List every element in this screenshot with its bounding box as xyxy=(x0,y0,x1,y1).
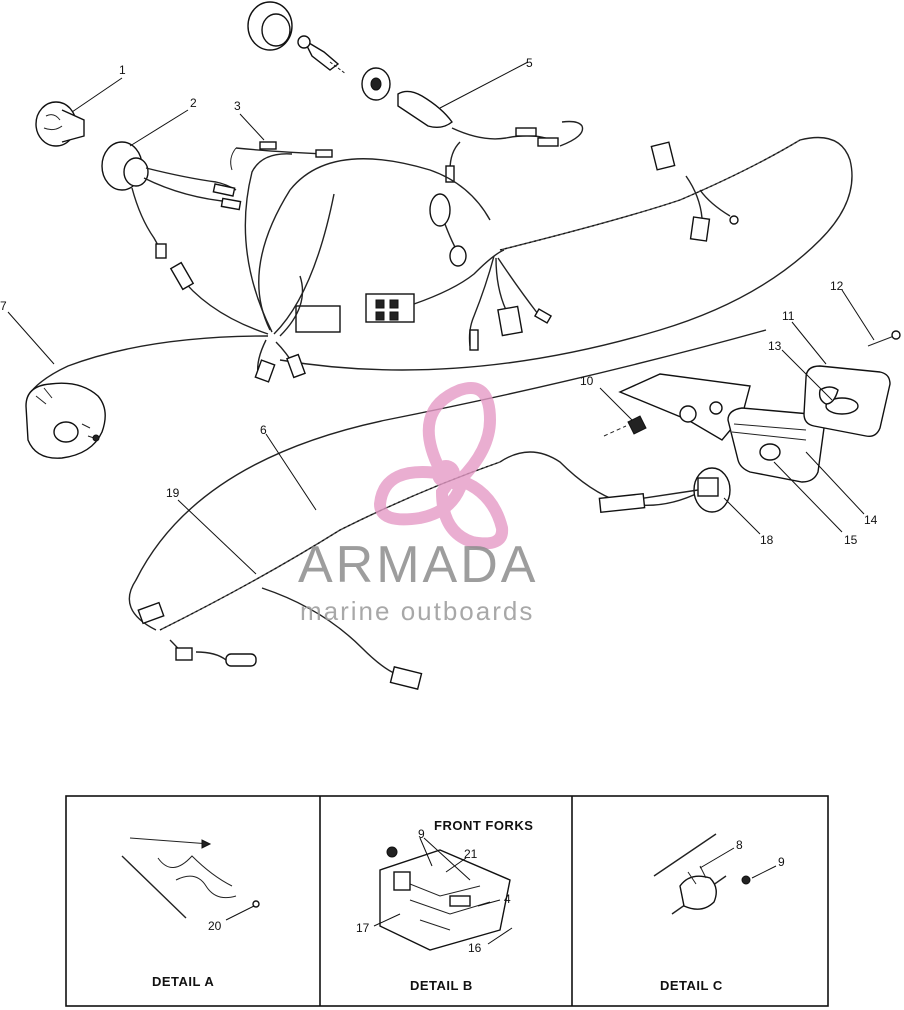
bullet-connector-lead xyxy=(230,141,333,171)
detail-b-callout-17: 17 xyxy=(356,921,370,935)
detail-a: 20 DETAIL A xyxy=(121,837,260,989)
detail-b-callout-16: 16 xyxy=(468,941,482,955)
detail-b-callout-21: 21 xyxy=(464,847,478,861)
handlebar-switch xyxy=(25,382,106,459)
callout-10: 10 xyxy=(580,374,594,388)
detail-b-callout-9: 9 xyxy=(418,827,425,841)
main-harness xyxy=(128,329,767,690)
callout-13: 13 xyxy=(768,339,782,353)
propeller-logo xyxy=(373,382,509,550)
callout-6: 6 xyxy=(260,423,267,437)
detail-b-callout-4: 4 xyxy=(504,892,511,906)
detail-c-callout-9: 9 xyxy=(778,855,785,869)
watermark-brand: ARMADA xyxy=(298,536,538,594)
detail-a-label: DETAIL A xyxy=(152,974,214,989)
bulb-socket xyxy=(101,141,242,259)
callout-11: 11 xyxy=(782,309,795,323)
callout-12: 12 xyxy=(830,279,844,293)
detail-b-label: DETAIL B xyxy=(410,978,473,993)
callout-2: 2 xyxy=(190,96,197,110)
detail-b: FRONT FORKS 9 21 4 17 16 DETAIL B xyxy=(356,818,533,993)
callout-18: 18 xyxy=(760,533,774,547)
detail-panels xyxy=(65,795,829,1007)
callout-1: 1 xyxy=(119,63,126,77)
tail-light-assembly xyxy=(598,330,901,514)
watermark-tagline: marine outboards xyxy=(300,596,534,626)
callout-3: 3 xyxy=(234,99,241,113)
callout-14: 14 xyxy=(864,513,878,527)
callout-5: 5 xyxy=(526,56,533,70)
upper-harness-conduit xyxy=(279,136,853,371)
connector-block xyxy=(295,193,553,351)
callout-20: 20 xyxy=(208,919,222,933)
detail-c-callout-8: 8 xyxy=(736,838,743,852)
wire-bundle xyxy=(27,153,491,397)
callout-7: 7 xyxy=(0,299,7,313)
callout-19: 19 xyxy=(166,486,180,500)
headlight-bulb xyxy=(35,101,85,147)
callout-15: 15 xyxy=(844,533,858,547)
detail-c-label: DETAIL C xyxy=(660,978,723,993)
watermark: ARMADA marine outboards xyxy=(298,382,538,626)
detail-c: 8 9 DETAIL C xyxy=(653,833,785,993)
detail-b-heading: FRONT FORKS xyxy=(434,818,533,833)
ignition-switch xyxy=(247,1,584,183)
